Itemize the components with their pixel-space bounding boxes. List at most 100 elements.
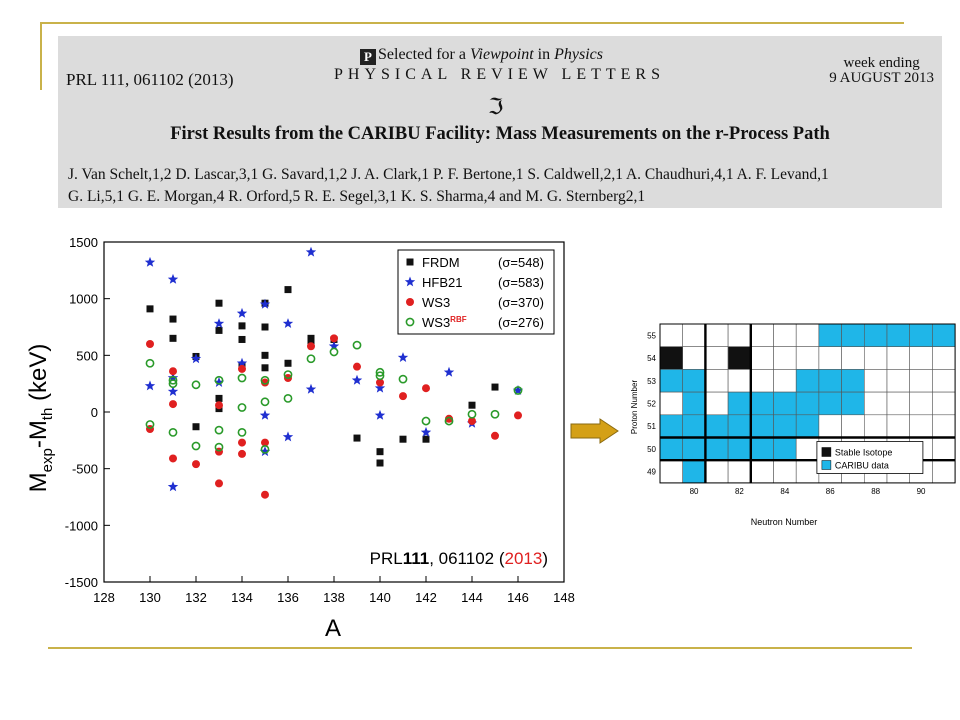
- nuclide-cell-empty: [795, 323, 820, 348]
- proton-tick-label: 52: [647, 399, 656, 408]
- hfb21-point: [259, 298, 271, 309]
- nuclide-cell-empty: [909, 414, 933, 438]
- decor-rule-bottom: [48, 647, 912, 649]
- y-tick-label: 1000: [69, 292, 98, 307]
- nuclide-legend-swatch: [821, 447, 832, 457]
- ws3rbf-point: [283, 393, 293, 403]
- legend-marker: [406, 258, 414, 266]
- ws3-point: [192, 460, 200, 469]
- ws3rbf-point: [513, 386, 523, 395]
- nuclide-cell-caribu: [841, 369, 865, 393]
- nuclide-cell-caribu: [818, 323, 842, 348]
- x-tick-label: 134: [231, 590, 253, 605]
- nuclide-cell-empty: [705, 346, 729, 370]
- proton-tick-label: 54: [647, 354, 656, 363]
- x-tick-label: 130: [139, 590, 161, 605]
- legend-sigma: (σ=548): [498, 255, 544, 270]
- proton-tick-label: 55: [647, 331, 656, 340]
- hfb21-point: [374, 409, 386, 420]
- nuclide-cell-caribu: [750, 414, 774, 438]
- hfb21-point: [259, 409, 271, 420]
- nuclide-legend-label: Stable Isotope: [835, 448, 893, 458]
- nuclide-cell-empty: [841, 414, 865, 438]
- y-tick-label: 1500: [69, 235, 98, 250]
- frdm-point: [215, 394, 223, 402]
- nuclide-cell-stable: [727, 346, 752, 370]
- frdm-point: [238, 335, 246, 343]
- plot-annotation: PRL111, 061102 (2013): [370, 549, 548, 568]
- ws3-point: [353, 362, 361, 371]
- ws3rbf-point: [237, 427, 247, 437]
- ws3rbf-point: [237, 373, 247, 383]
- y-label-m2: -M: [25, 420, 52, 448]
- nuclide-cell-empty: [932, 437, 956, 461]
- ws3rbf-point: [168, 379, 178, 389]
- x-tick-label: 146: [507, 590, 529, 605]
- ws3rbf-point: [237, 403, 247, 412]
- frdm-point: [261, 323, 269, 331]
- nuclide-cell-empty: [818, 414, 842, 438]
- ws3-point: [146, 340, 154, 348]
- annotation-year: 2013: [505, 549, 543, 568]
- nuclide-cell-empty: [795, 459, 820, 484]
- hfb21-point: [512, 385, 524, 395]
- y-label-sub1: exp: [39, 448, 56, 472]
- nuclide-cell-caribu: [659, 414, 684, 438]
- nuclide-cell-caribu: [886, 323, 911, 348]
- week-ending: week ending 9 AUGUST 2013: [829, 56, 934, 86]
- frdm-point: [307, 338, 315, 346]
- x-tick-label: 132: [185, 590, 207, 605]
- nuclide-cell-empty: [705, 391, 729, 416]
- nuclide-cell-empty: [750, 346, 774, 370]
- nuclide-cell-stable: [659, 346, 684, 370]
- ws3-point: [445, 414, 453, 423]
- ws3rbf-point: [168, 427, 178, 437]
- nuclide-cell-caribu: [705, 414, 729, 438]
- legend-entry: WS3: [422, 295, 450, 310]
- frdm-point: [169, 315, 177, 323]
- nuclide-legend-box: [816, 441, 924, 474]
- nuclide-cell-caribu: [841, 391, 865, 416]
- frdm-point: [468, 401, 476, 409]
- neutron-tick-label: 90: [917, 487, 926, 496]
- nuclide-cell-empty: [727, 369, 752, 393]
- frdm-point: [422, 435, 430, 443]
- nuclide-cell-caribu: [932, 323, 956, 348]
- nuclide-cell-empty: [841, 346, 865, 370]
- nuclide-cell-empty: [659, 391, 684, 416]
- frdm-point: [353, 434, 361, 442]
- nuclide-cell-empty: [682, 323, 706, 348]
- ws3-point: [261, 438, 269, 447]
- y-tick-label: 0: [91, 405, 98, 420]
- nuclide-cell-caribu: [682, 369, 706, 393]
- nuclide-cell-empty: [705, 459, 729, 484]
- nuclide-legend-label: CARIBU data: [835, 461, 889, 471]
- ws3rbf-point: [306, 354, 316, 364]
- nuclide-cell-empty: [773, 346, 797, 370]
- hfb21-point: [213, 318, 225, 328]
- nuclide-cell-empty: [750, 369, 774, 393]
- hfb21-point: [259, 446, 271, 457]
- ws3rbf-point: [145, 358, 155, 368]
- hfb21-point: [144, 256, 156, 267]
- ws3-point: [238, 364, 246, 373]
- nuclide-chart: 55Cs54Xe53I52Te51Sb50Sn49In808284868890 …: [630, 323, 956, 527]
- nuclide-cell-empty: [886, 369, 911, 393]
- nuclide-cell-empty: [863, 414, 888, 438]
- y-tick-label: -500: [72, 462, 98, 477]
- nuclide-cell-empty: [795, 437, 820, 461]
- ws3rbf-point: [260, 397, 270, 407]
- ws3rbf-point: [145, 420, 155, 429]
- nuclide-cell-caribu: [818, 369, 842, 393]
- nuclide-cell-caribu: [795, 414, 820, 438]
- neutron-tick-label: 84: [780, 487, 789, 496]
- ws3rbf-point: [214, 375, 224, 385]
- ws3rbf-point: [260, 375, 270, 385]
- nuclide-cell-empty: [750, 459, 774, 484]
- x-axis-label: A: [325, 615, 341, 642]
- ws3-point: [215, 479, 223, 488]
- hfb21-point: [374, 382, 386, 393]
- annotation-suffix: ): [542, 549, 548, 568]
- x-tick-label: 128: [93, 590, 115, 605]
- nuclide-cell-empty: [909, 369, 933, 393]
